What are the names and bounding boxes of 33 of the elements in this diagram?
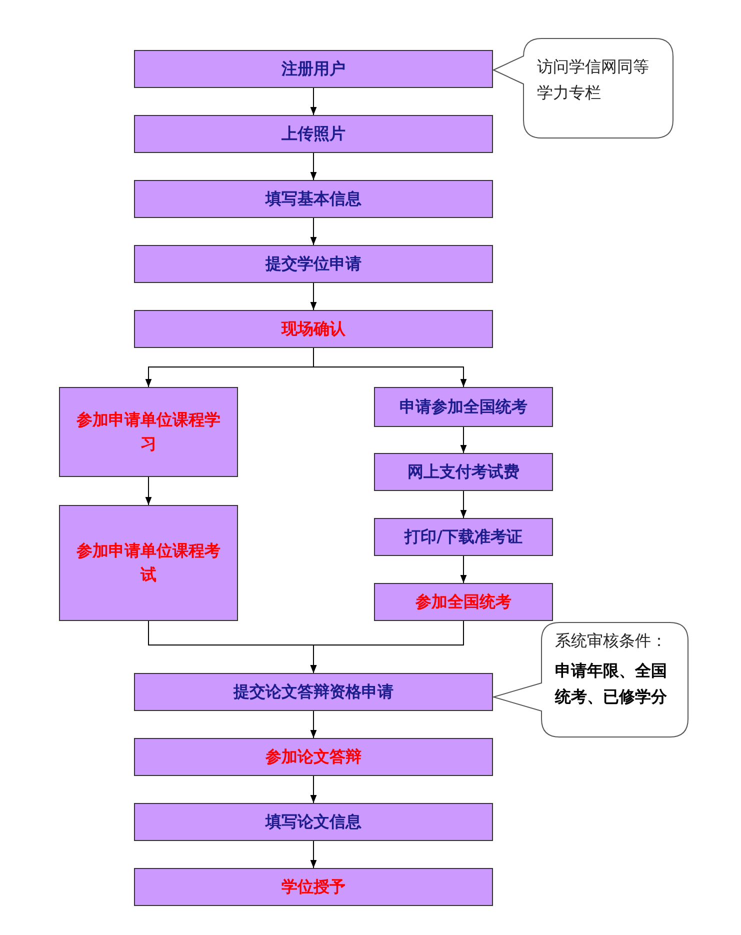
arrow (310, 710, 317, 738)
arrow (310, 840, 317, 868)
process-box: 学位授予 (134, 868, 493, 906)
process-box: 参加申请单位课程考试 (59, 505, 238, 621)
process-box: 注册用户 (134, 50, 493, 88)
arrow (460, 490, 467, 518)
process-box: 提交论文答辩资格申请 (134, 673, 493, 711)
arrow (460, 556, 467, 584)
callout-text: 访问学信网同等学力专栏 (537, 56, 650, 104)
process-box: 现场确认 (134, 310, 493, 348)
arrow (310, 88, 317, 116)
arrow (310, 282, 317, 310)
arrow (145, 476, 152, 506)
process-box: 填写基本信息 (134, 180, 493, 218)
process-box: 提交学位申请 (134, 245, 493, 283)
process-box: 参加全国统考 (374, 583, 553, 621)
arrow (313, 348, 467, 388)
process-box: 上传照片 (134, 115, 493, 153)
arrow (310, 152, 317, 180)
callout-note: 申请年限、全国统考、已修学分 (555, 660, 668, 708)
arrow (460, 426, 467, 454)
process-box: 申请参加全国统考 (374, 387, 553, 427)
process-box: 参加论文答辩 (134, 738, 493, 776)
process-box: 填写论文信息 (134, 803, 493, 841)
callout-text: 系统审核条件： (555, 630, 668, 652)
arrow (310, 218, 317, 246)
speech-bubble (493, 622, 689, 738)
arrow (310, 620, 464, 674)
process-box: 参加申请单位课程学习 (59, 387, 238, 477)
speech-bubble (493, 38, 674, 139)
process-box: 打印/下载准考证 (374, 518, 553, 556)
arrow (310, 776, 317, 804)
process-box: 网上支付考试费 (374, 453, 553, 491)
